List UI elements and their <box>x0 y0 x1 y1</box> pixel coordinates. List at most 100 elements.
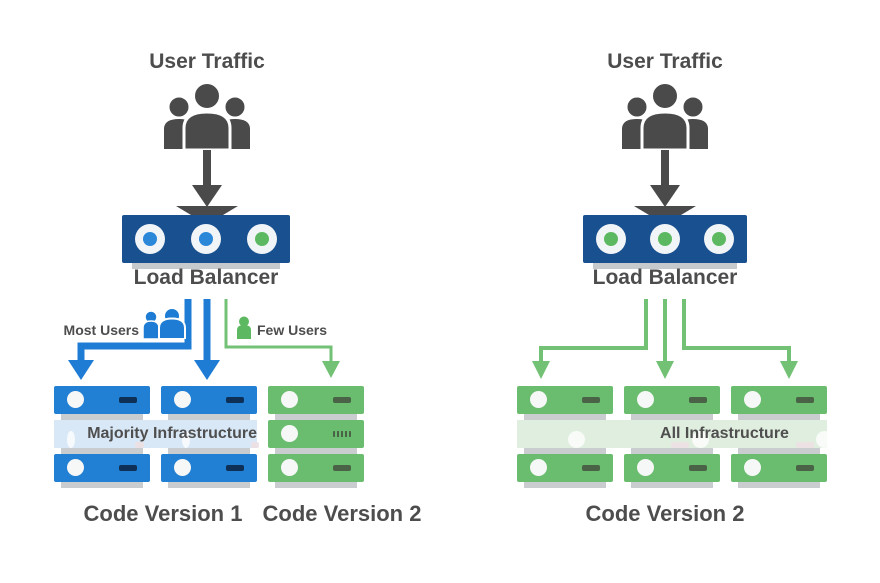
branch-arrow-most-users-left <box>68 299 192 380</box>
load-balancer-shadow <box>132 263 280 269</box>
users-group-icon <box>162 81 252 150</box>
ghost-power-light <box>816 430 834 448</box>
server-vent <box>226 397 244 403</box>
server-shadow <box>61 482 143 488</box>
few-users-label: Few Users <box>257 322 328 338</box>
ghost-vent <box>250 442 260 448</box>
ghost-vent <box>671 442 690 448</box>
server-power-light <box>174 391 191 408</box>
server-shadow <box>275 414 357 420</box>
server-row <box>517 454 613 482</box>
overlay-label: All Infrastructure <box>660 425 789 442</box>
code-version-1-label: Code Version 1 <box>83 501 243 526</box>
server-stack-v2 <box>268 386 364 488</box>
server-power-light <box>744 459 761 476</box>
server-power-light <box>530 391 547 408</box>
server-shadow <box>631 482 713 488</box>
funnel-icon <box>634 206 696 215</box>
infrastructure-overlay-majority: Majority Infrastructure <box>54 420 260 448</box>
ghost-power-light <box>692 430 710 448</box>
traffic-down-arrow-icon <box>650 150 680 207</box>
server-shadow <box>631 448 713 454</box>
server-power-light <box>281 391 298 408</box>
few-users-icon <box>237 316 251 339</box>
server-vent <box>333 431 351 437</box>
ghost-vent <box>135 442 144 448</box>
server-row <box>268 386 364 414</box>
server-power-light <box>281 425 298 442</box>
load-balancer-label: Load Balancer <box>133 266 279 289</box>
server-vent <box>333 465 351 471</box>
server-stack-1 <box>517 386 613 488</box>
server-row <box>54 386 150 414</box>
server-power-light <box>530 459 547 476</box>
server-shadow <box>524 448 606 454</box>
balancer-indicator-green <box>247 224 277 254</box>
users-group-icon <box>620 81 710 150</box>
branch-arrow-most-users-middle <box>194 299 220 380</box>
load-balancer-box <box>122 215 290 263</box>
server-row <box>624 454 720 482</box>
server-shadow <box>631 414 713 420</box>
infrastructure-overlay-all: All Infrastructure <box>517 420 834 448</box>
server-vent <box>582 397 600 403</box>
server-row <box>161 386 257 414</box>
server-stack-v1-a <box>54 386 150 488</box>
server-power-light <box>637 459 654 476</box>
server-vent <box>119 397 137 403</box>
server-power-light <box>281 459 298 476</box>
most-users-icon <box>142 308 186 339</box>
server-row <box>731 454 827 482</box>
server-vent <box>689 465 707 471</box>
balancer-indicator-green <box>596 224 626 254</box>
server-vent <box>333 397 351 403</box>
user-traffic-title: User Traffic <box>149 50 265 73</box>
server-vent <box>689 397 707 403</box>
load-balancer-box <box>583 215 747 263</box>
server-shadow <box>168 448 250 454</box>
server-shadow <box>275 482 357 488</box>
server-power-light <box>67 391 84 408</box>
server-shadow <box>275 448 357 454</box>
overlay-label: Majority Infrastructure <box>87 425 257 442</box>
server-shadow <box>524 414 606 420</box>
server-row <box>268 420 364 448</box>
code-version-2-label: Code Version 2 <box>262 501 422 526</box>
server-stack-v1-b <box>161 386 257 488</box>
traffic-down-arrow-icon <box>192 150 222 207</box>
server-shadow <box>738 448 820 454</box>
server-vent <box>796 465 814 471</box>
server-power-light <box>174 459 191 476</box>
balancer-indicator-green <box>704 224 734 254</box>
server-vent <box>226 465 244 471</box>
server-power-light <box>67 459 84 476</box>
server-shadow <box>738 482 820 488</box>
branch-arrow-few-users <box>224 299 340 378</box>
server-vent <box>796 397 814 403</box>
ghost-power-light <box>182 430 191 448</box>
user-traffic-title: User Traffic <box>607 50 723 73</box>
server-shadow <box>524 482 606 488</box>
ghost-vent <box>796 442 815 448</box>
server-stack-2 <box>624 386 720 488</box>
branch-arrow-right-2 <box>656 299 674 379</box>
server-power-light <box>744 391 761 408</box>
server-row <box>54 454 150 482</box>
server-row <box>517 386 613 414</box>
server-shadow <box>738 414 820 420</box>
server-shadow <box>168 414 250 420</box>
server-power-light <box>637 391 654 408</box>
most-users-label: Most Users <box>63 322 139 338</box>
server-stack-3 <box>731 386 827 488</box>
load-balancer-shadow <box>593 263 737 269</box>
server-vent <box>119 465 137 471</box>
server-row <box>624 386 720 414</box>
balancer-indicator-blue <box>135 224 165 254</box>
server-row <box>161 454 257 482</box>
server-shadow <box>168 482 250 488</box>
server-row <box>731 386 827 414</box>
server-shadow <box>61 414 143 420</box>
balancer-indicator-blue <box>191 224 221 254</box>
server-vent <box>582 465 600 471</box>
